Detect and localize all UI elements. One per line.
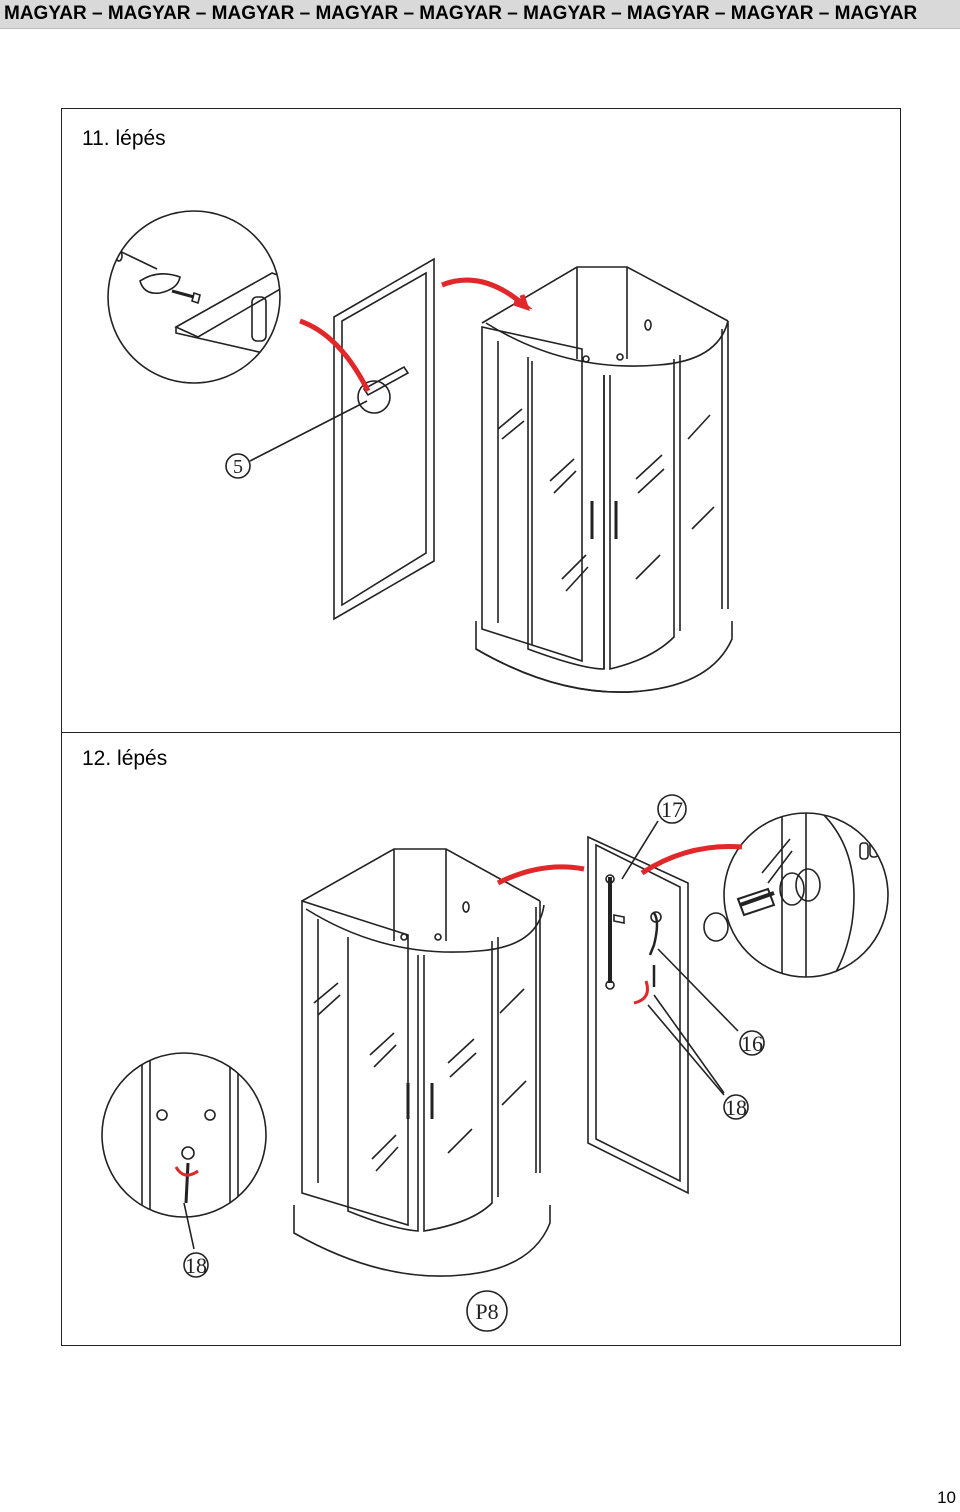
red-arrow: [174, 1166, 199, 1177]
callout-18-detail: 18: [185, 1253, 207, 1278]
callout-p8: P8: [475, 1299, 498, 1324]
red-arrow: [633, 980, 649, 1005]
red-arrow: [299, 318, 371, 393]
detail-zoom-circle-left: [101, 1052, 267, 1218]
hand-shower: [648, 912, 659, 956]
callout-17: 17: [661, 797, 683, 822]
shower-enclosure: [475, 266, 733, 693]
shower-enclosure: [293, 848, 551, 1277]
callout-16: 16: [741, 1031, 763, 1056]
detail-zoom-circle: [107, 210, 281, 384]
side-panel: [333, 257, 435, 621]
callout-5: 5: [233, 456, 243, 478]
cap-cover: [703, 912, 729, 942]
page-number: 10: [937, 1488, 956, 1507]
side-panel: [587, 835, 689, 1195]
red-arrow: [640, 844, 743, 876]
red-arrow: [441, 277, 533, 311]
step-12-label: 12. lépés: [82, 747, 168, 770]
step-12-illustration: 17 16 18 18 P8: [101, 794, 889, 1332]
shelf-detail: [108, 232, 280, 357]
callout-18: 18: [725, 1095, 747, 1120]
callout-5-circle: [225, 453, 251, 479]
page-header: MAGYAR – MAGYAR – MAGYAR – MAGYAR – MAGY…: [0, 0, 960, 29]
step-11-label: 11. lépés: [82, 127, 166, 150]
red-arrow: [496, 864, 585, 886]
step-12-panel: 12. lépés: [61, 733, 901, 1346]
step-11-panel: 11. lépés 5: [61, 108, 901, 733]
header-text: MAGYAR – MAGYAR – MAGYAR – MAGYAR – MAGY…: [4, 3, 918, 24]
step-11-illustration: 5: [107, 210, 733, 693]
